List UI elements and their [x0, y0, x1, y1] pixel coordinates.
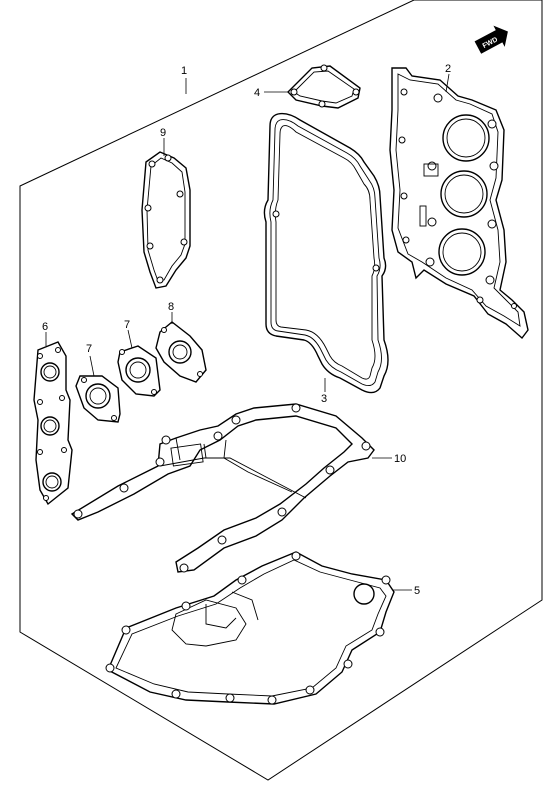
- part-6-manifold-gasket: [33, 341, 73, 506]
- callout-8: 8: [168, 301, 174, 313]
- callout-4: 4: [254, 87, 260, 99]
- callout-10: 10: [394, 453, 406, 465]
- leader-7b: [127, 329, 133, 349]
- callout-9: 9: [160, 127, 166, 139]
- part-4-cover-gasket: [287, 64, 361, 109]
- kit-frame: [19, 0, 543, 781]
- fwd-arrow-icon: FWD: [474, 25, 508, 54]
- part-9-side-gasket: [141, 151, 191, 289]
- part-10-chain-cover-gasket: [70, 403, 375, 573]
- callout-5: 5: [414, 585, 420, 597]
- part-5-oil-pan-gasket: [105, 551, 395, 705]
- leader-2: [445, 73, 450, 93]
- callout-7b: 7: [124, 319, 130, 331]
- callout-6: 6: [42, 321, 48, 333]
- part-3-cover-gasket: [263, 112, 389, 394]
- callout-3: 3: [321, 393, 327, 405]
- callout-7a: 7: [86, 343, 92, 355]
- leader-7a: [89, 355, 95, 377]
- part-2-head-gasket: [389, 67, 529, 340]
- part-7-flange-gasket-a: [75, 375, 121, 423]
- callout-1: 1: [181, 65, 187, 77]
- part-7-flange-gasket-b: [117, 345, 161, 397]
- part-8-flange-gasket: [155, 321, 207, 383]
- callout-2: 2: [445, 63, 451, 75]
